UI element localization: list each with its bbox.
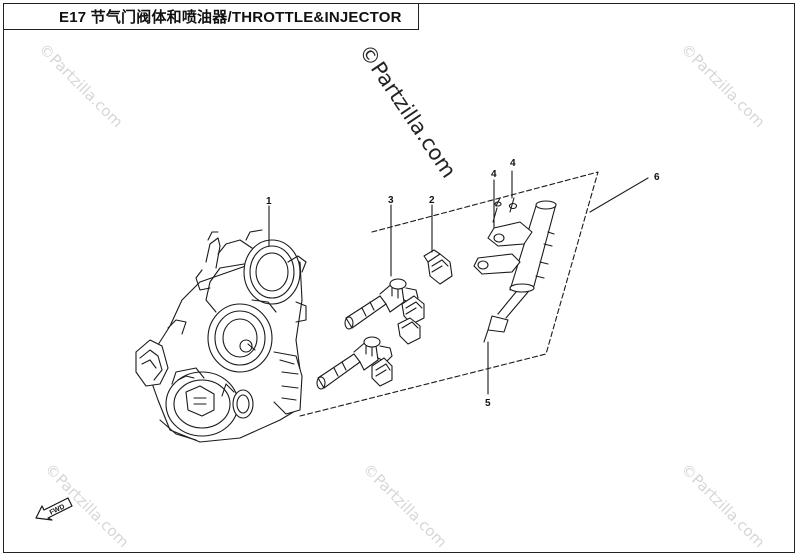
connector-bottom-part[interactable]	[371, 357, 393, 387]
callout-4-right: 4	[510, 158, 516, 169]
callout-6: 6	[654, 172, 660, 183]
connector-lower-part[interactable]	[397, 317, 421, 345]
callout-3: 3	[388, 195, 394, 206]
fuel-rail-part[interactable]	[473, 200, 557, 343]
drawing-frame	[3, 3, 795, 553]
title-box: E17 节气门阀体和喷油器/THROTTLE&INJECTOR	[3, 3, 419, 30]
injector-lower-part[interactable]	[316, 336, 393, 390]
fwd-label: FWD	[49, 503, 66, 516]
fwd-arrow-icon: FWD	[35, 497, 73, 521]
callout-5: 5	[485, 398, 491, 409]
page-title: E17 节气门阀体和喷油器/THROTTLE&INJECTOR	[59, 8, 402, 26]
assembly-bracket-dashed	[299, 171, 599, 417]
callout-1: 1	[266, 196, 272, 207]
callout-4-left: 4	[491, 169, 497, 180]
throttle-body-part[interactable]	[135, 229, 307, 443]
callout-2: 2	[429, 195, 435, 206]
connector-upper-part[interactable]	[423, 249, 453, 285]
injector-upper-part[interactable]	[344, 278, 419, 330]
connector-mid-part[interactable]	[401, 295, 425, 325]
bolt-right-part[interactable]	[508, 197, 518, 213]
